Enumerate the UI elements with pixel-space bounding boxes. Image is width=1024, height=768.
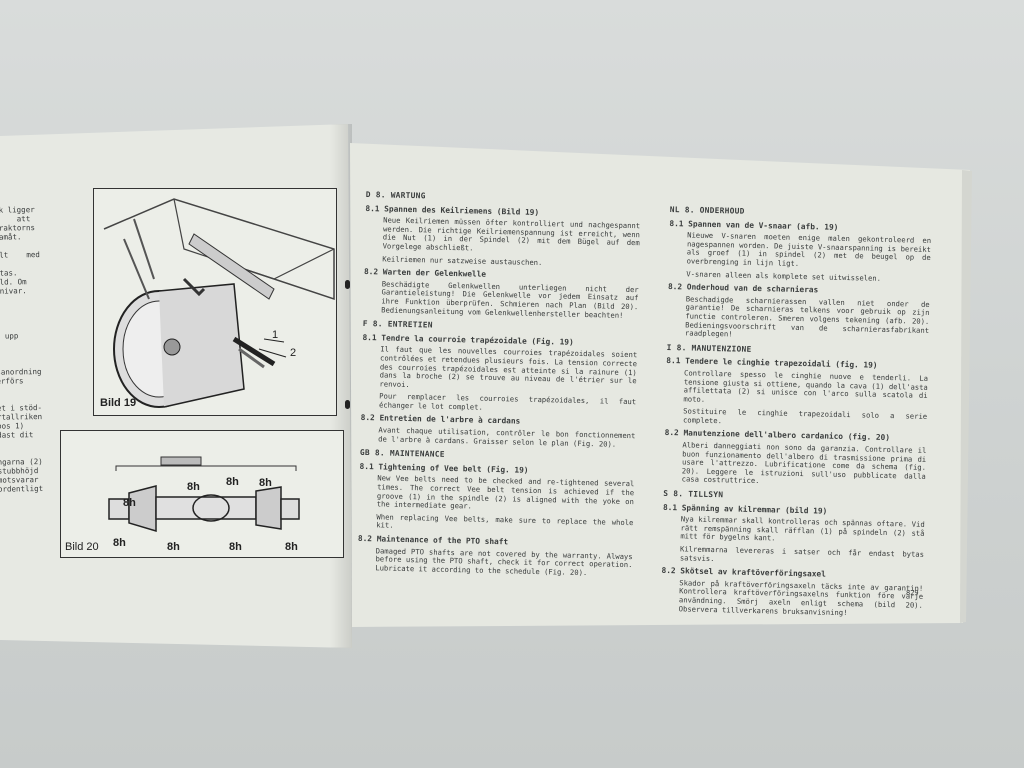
- lube-point-label: 8h: [259, 477, 272, 489]
- paragraph: Sostituire le cinghie trapezoidali solo …: [682, 406, 928, 426]
- binding-ring: [345, 280, 350, 289]
- section-heading: GB 8. MAINTENANCE: [359, 448, 445, 460]
- lube-point-label: 8h: [285, 541, 298, 553]
- section-heading: I 8. MANUTENZIONE: [666, 342, 752, 354]
- belt-tension-illustration: [103, 198, 335, 408]
- lube-point-label: 8h: [229, 541, 242, 553]
- paragraph: Damaged PTO shafts are not covered by th…: [375, 545, 633, 577]
- lube-point-label: 8h: [113, 537, 126, 549]
- paragraph: Keilriemen nur satzweise austauschen.: [382, 253, 543, 267]
- paragraph: V-snaren alleen als komplete set uitwiss…: [686, 268, 882, 283]
- lube-point-label: 8h: [187, 481, 200, 493]
- figure-label: Bild 19: [100, 397, 137, 409]
- paragraph: Alberi danneggiati non sono da garanzia.…: [681, 440, 927, 486]
- figure-bild-20: 8h 8h 8h 8h 8h 8h 8h 8h Bild 20: [60, 430, 344, 558]
- figure-bild-19: 1 2 Bild 19: [93, 188, 337, 416]
- paragraph: Beschadigde scharnierassen vallen niet o…: [684, 294, 930, 339]
- paragraph: When replacing Vee belts, make sure to r…: [376, 512, 634, 531]
- paragraph: Pour remplacer les courroies trapézoidal…: [378, 391, 637, 412]
- paragraph: Skador på kraftöverföringsaxeln täcks in…: [678, 578, 924, 617]
- paragraph: New Vee belts need to be checked and re-…: [376, 473, 635, 511]
- paragraph: Beschädigte Gelenkwellen unterliegen nic…: [381, 279, 639, 320]
- paragraph: Controllare spesso le cinghie nuove e te…: [683, 368, 929, 404]
- paragraph: Nieuwe V-snaren moeten enige malen gekon…: [686, 230, 932, 268]
- section-heading: NL 8. ONDERHOUD: [669, 204, 745, 216]
- lube-point-label: 8h: [226, 476, 239, 488]
- binding-ring: [345, 400, 350, 409]
- callout-1: 1: [272, 329, 279, 341]
- paragraph: Avant chaque utilisation, contrôler le b…: [378, 425, 636, 449]
- section-heading: S 8. TILLSYN: [663, 488, 724, 500]
- paragraph: Neue Keilriemen müssen öfter kontrollier…: [382, 215, 641, 253]
- lube-point-label: 8h: [167, 541, 180, 553]
- paragraph: Nya kilremmar skall kontrolleras och spä…: [680, 514, 925, 543]
- section-heading: F 8. ENTRETIEN: [362, 319, 433, 330]
- figure-label: Bild 20: [65, 541, 99, 553]
- page-number: 829: [906, 589, 919, 597]
- section-heading: D 8. WARTUNG: [365, 189, 426, 201]
- paragraph: Il faut que les nouvelles courroies trap…: [379, 344, 638, 389]
- paragraph: Kilremmarna levereras i satser och får e…: [679, 544, 925, 563]
- lube-point-label: 8h: [123, 497, 136, 509]
- pto-shaft-lubrication-diagram: [108, 456, 300, 533]
- callout-2: 2: [290, 347, 297, 359]
